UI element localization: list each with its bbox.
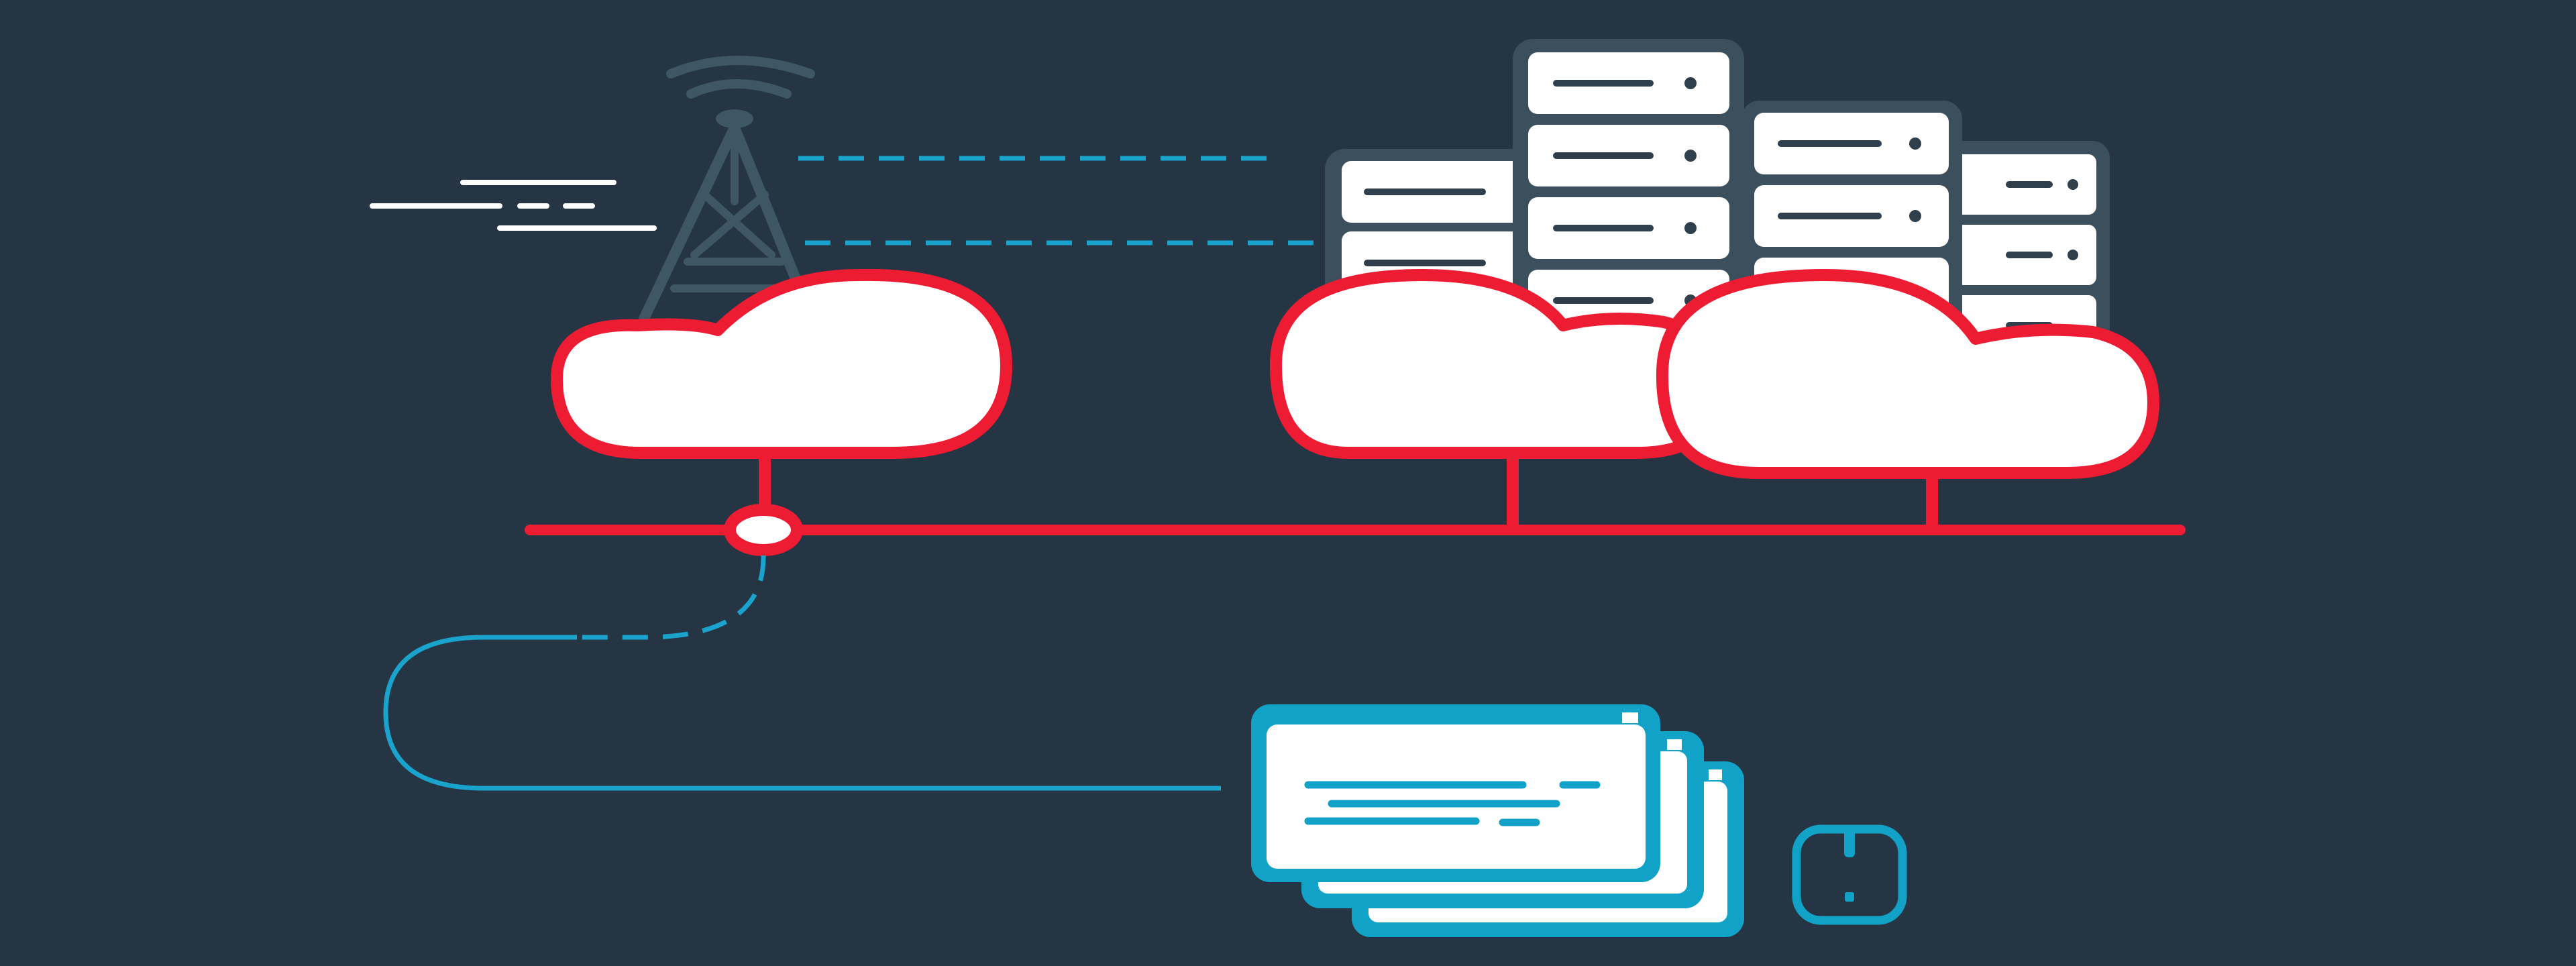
client-link-dashed — [577, 555, 766, 640]
cloud-icon — [551, 268, 1012, 459]
cloud-connectors — [759, 450, 1938, 533]
cloud-icon — [1656, 269, 2159, 479]
speed-lines — [370, 180, 657, 231]
browser-window-icon — [1251, 704, 1744, 937]
client-link-solid — [383, 635, 1221, 791]
data-links — [798, 156, 1315, 246]
alert-icon — [1792, 824, 1907, 925]
connection-node — [724, 504, 803, 556]
